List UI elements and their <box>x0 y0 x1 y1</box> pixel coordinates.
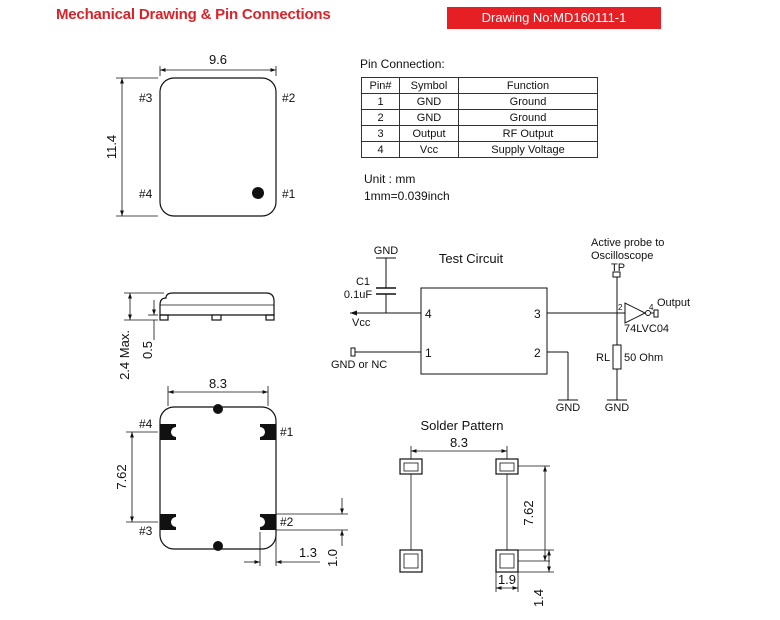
top-view-package-outline <box>159 77 277 217</box>
tp-label: TP <box>611 262 625 274</box>
dut-pin3-label: 3 <box>534 307 541 321</box>
symbol-cell: GND <box>399 93 459 110</box>
table-row: 2 GND Ground <box>361 109 598 126</box>
side-pad-height-label: 0.5 <box>140 341 155 359</box>
pin-connection-heading: Pin Connection: <box>360 57 445 71</box>
header-function: Function <box>458 77 598 94</box>
solder-pattern <box>399 446 554 592</box>
pin-cell: 1 <box>361 93 400 110</box>
bottom-pad-4 <box>160 424 176 440</box>
side-max-height-label: 2.4 Max. <box>117 330 132 380</box>
bottom-view <box>126 386 348 566</box>
drawing-number-badge: Drawing No:MD160111-1 <box>447 7 661 29</box>
bottom-pin1-label: #1 <box>280 425 294 439</box>
bottom-width-label: 8.3 <box>209 376 227 391</box>
table-row: 3 Output RF Output <box>361 125 598 142</box>
function-cell: Ground <box>458 93 598 110</box>
unit-note: Unit : mm <box>364 172 416 186</box>
side-view-pad <box>211 314 222 321</box>
pin1-marker-dot <box>252 187 264 199</box>
rl-resistor <box>612 344 622 370</box>
bottom-pin4-label: #4 <box>139 417 153 431</box>
bottom-pad-2 <box>260 514 276 530</box>
symbol-cell: GND <box>399 109 459 126</box>
pin-cell: 3 <box>361 125 400 142</box>
test-circuit-title: Test Circuit <box>439 251 504 266</box>
side-view-package-outline <box>159 292 275 316</box>
solder-pad-bottom-left <box>399 549 423 573</box>
probe-line1-label: Active probe to <box>591 237 664 249</box>
buffer-74lvc04 <box>624 302 647 324</box>
function-cell: Ground <box>458 109 598 126</box>
bottom-pad-1 <box>260 424 276 440</box>
rl-gnd-label: GND <box>605 402 630 414</box>
c1-value-label: 0.1uF <box>344 289 372 301</box>
symbol-cell: Vcc <box>399 141 459 158</box>
dut-block <box>420 287 548 375</box>
solder-pad-width-label: 1.9 <box>498 572 516 587</box>
dut-pin1-label: 1 <box>425 346 432 360</box>
bottom-pad-3 <box>160 514 176 530</box>
top-view <box>116 66 277 217</box>
pin-cell: 2 <box>361 109 400 126</box>
pin2-gnd-label: GND <box>556 402 581 414</box>
bottom-pad-width-label: 1.3 <box>299 545 317 560</box>
function-cell: Supply Voltage <box>458 141 598 158</box>
top-pin3-label: #3 <box>139 91 153 105</box>
buffer-part-label: 74LVC04 <box>624 323 669 335</box>
bottom-pin3-label: #3 <box>139 524 153 538</box>
side-view <box>124 292 275 340</box>
bottom-pad-height-label: 1.0 <box>325 549 340 567</box>
table-row: 4 Vcc Supply Voltage <box>361 141 598 158</box>
test-circuit <box>350 257 659 401</box>
solder-pitch-label: 7.62 <box>521 500 536 525</box>
table-header-row: Pin# Symbol Function <box>361 77 598 94</box>
top-pin4-label: #4 <box>139 187 153 201</box>
header-symbol: Symbol <box>399 77 459 94</box>
solder-pattern-title: Solder Pattern <box>420 418 503 433</box>
probe-line2-label: Oscilloscope <box>591 250 653 262</box>
solder-pad-bottom-right <box>495 549 519 573</box>
bottom-pitch-label: 7.62 <box>114 464 129 489</box>
solder-pad-height-label: 1.4 <box>531 589 546 607</box>
buffer-out-pin-label: 4 <box>649 303 654 312</box>
top-height-label: 11.4 <box>104 135 119 159</box>
top-width-label: 9.6 <box>209 52 227 67</box>
solder-pad-top-left <box>399 458 423 475</box>
cap-gnd-label: GND <box>374 245 399 257</box>
dut-pin4-label: 4 <box>425 307 432 321</box>
rl-value-label: 50 Ohm <box>624 352 663 364</box>
buffer-in-pin-label: 2 <box>618 303 623 312</box>
solder-pad-top-right <box>495 458 519 475</box>
page-title: Mechanical Drawing & Pin Connections <box>56 6 331 23</box>
table-row: 1 GND Ground <box>361 93 598 110</box>
function-cell: RF Output <box>458 125 598 142</box>
conversion-note: 1mm=0.039inch <box>364 189 450 203</box>
top-pin2-label: #2 <box>282 91 296 105</box>
vcc-label: Vcc <box>352 317 371 329</box>
gnd-or-nc-label: GND or NC <box>331 359 387 371</box>
top-pin1-label: #1 <box>282 187 296 201</box>
pin-cell: 4 <box>361 141 400 158</box>
dut-pin2-label: 2 <box>534 346 541 360</box>
pin-connection-table: Pin# Symbol Function 1 GND Ground 2 GND … <box>361 77 598 158</box>
bottom-pin2-label: #2 <box>280 515 294 529</box>
output-label: Output <box>657 297 690 309</box>
solder-width-label: 8.3 <box>450 435 468 450</box>
c1-name-label: C1 <box>356 276 370 288</box>
rl-label: RL <box>596 352 610 364</box>
header-pin: Pin# <box>361 77 400 94</box>
symbol-cell: Output <box>399 125 459 142</box>
